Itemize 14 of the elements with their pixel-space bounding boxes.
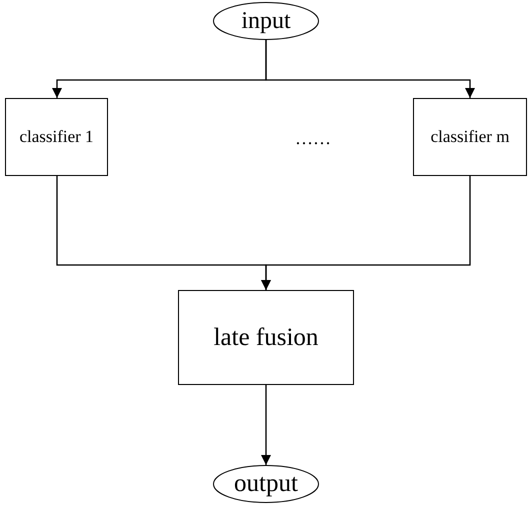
arrow — [261, 176, 471, 290]
terminal-ellipse — [213, 2, 319, 40]
node-label: input — [241, 8, 291, 34]
arrow — [261, 385, 271, 465]
process-box — [5, 98, 108, 176]
node-label: late fusion — [214, 324, 318, 352]
process-box — [413, 98, 527, 176]
ellipsis-text: …… — [295, 128, 331, 149]
arrow — [265, 40, 475, 98]
terminal-ellipse — [213, 465, 319, 503]
node-label: classifier 1 — [19, 127, 94, 147]
process-box — [178, 290, 354, 385]
node-label: output — [234, 470, 298, 498]
node-label: classifier m — [430, 127, 510, 147]
